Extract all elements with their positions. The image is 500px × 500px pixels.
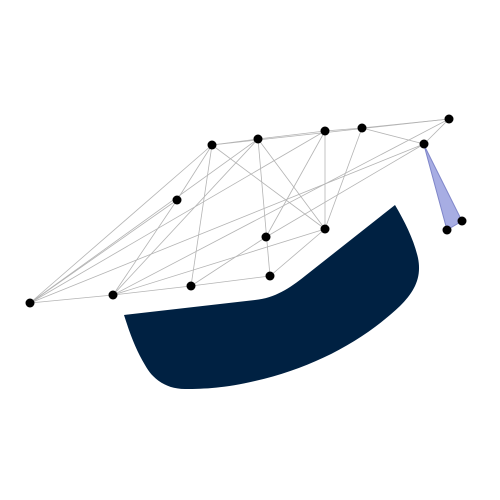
network-edge: [211, 144, 326, 230]
network-edge: [257, 130, 326, 140]
network-edge: [190, 236, 267, 287]
network-node: [419, 139, 429, 149]
network-edge: [112, 285, 192, 296]
network-edge: [112, 138, 259, 296]
network-node: [261, 232, 271, 242]
network-edge: [265, 130, 326, 238]
network-node: [25, 298, 35, 308]
network-edge: [211, 118, 450, 146]
network-node: [444, 114, 454, 124]
network-edge: [324, 127, 363, 132]
network-edge: [176, 144, 213, 201]
network-node: [457, 216, 467, 226]
network-node: [357, 123, 367, 133]
network-edge: [29, 138, 259, 304]
network-node: [442, 225, 452, 235]
tassel-shape: [423, 144, 463, 231]
network-edge: [112, 228, 326, 296]
network-node: [265, 271, 275, 281]
network-edge: [112, 118, 450, 296]
network-edge: [361, 127, 425, 145]
network-node: [108, 290, 118, 300]
network-edge: [190, 275, 271, 287]
network-nodes: [25, 114, 467, 308]
network-edge: [257, 138, 271, 277]
network-edge: [29, 144, 213, 304]
network-edge: [324, 127, 363, 230]
network-node: [253, 134, 263, 144]
network-node: [320, 126, 330, 136]
network-edge: [29, 294, 114, 304]
network-node: [172, 195, 182, 205]
network-node: [320, 224, 330, 234]
network-edge: [29, 143, 425, 304]
network-edge: [29, 130, 326, 304]
cap-base-shape: [124, 205, 420, 389]
network-edge: [257, 138, 326, 230]
network-edge: [265, 143, 425, 238]
network-edge: [112, 199, 178, 296]
network-edge: [423, 118, 450, 145]
network-edge: [269, 228, 326, 277]
network-edge: [190, 144, 213, 287]
network-node: [207, 140, 217, 150]
network-node: [186, 281, 196, 291]
network-edges: [29, 118, 450, 304]
